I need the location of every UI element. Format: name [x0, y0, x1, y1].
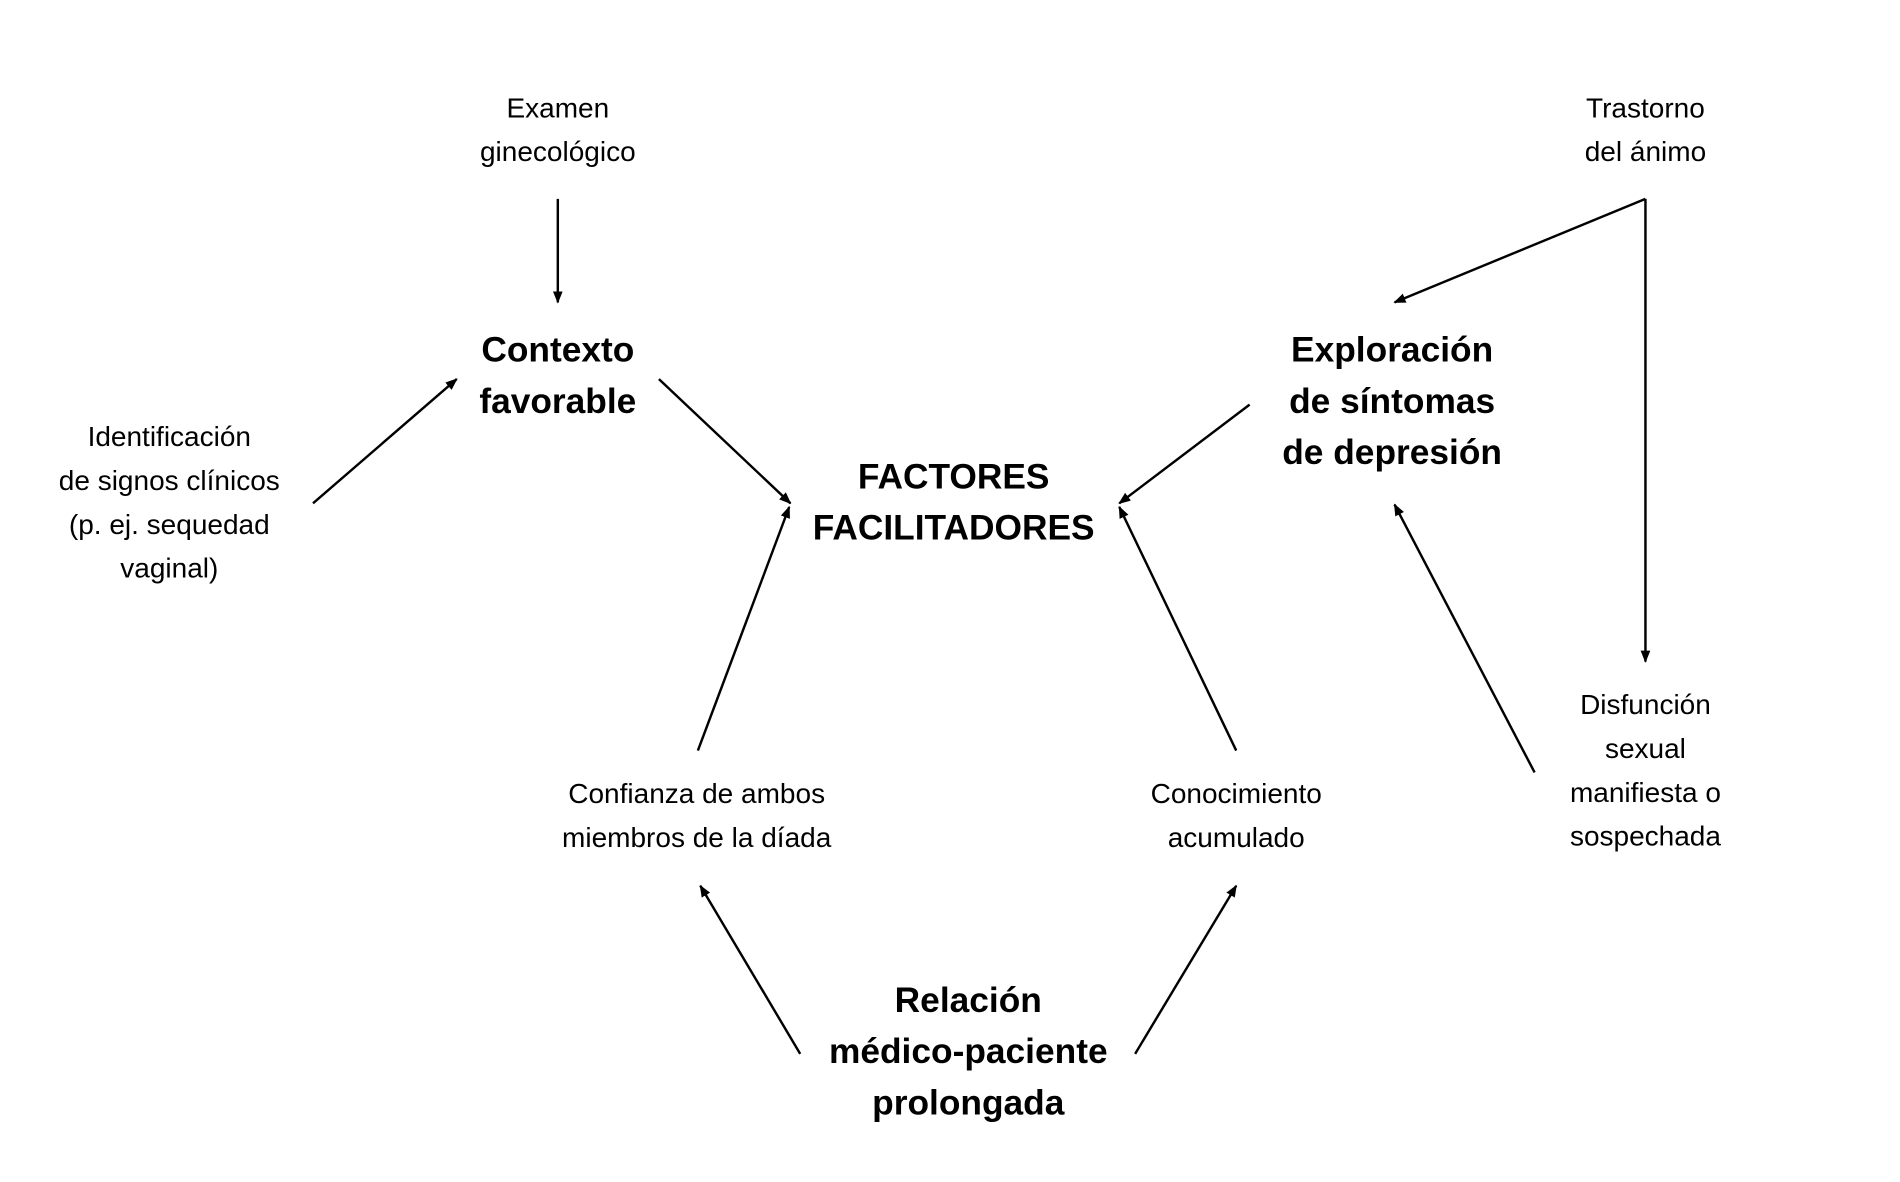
- node-disfuncion: Disfunción sexual manifiesta o sospechad…: [1570, 689, 1721, 852]
- arrow-trastorno-to-exploracion: [1393, 197, 1646, 304]
- confianza-line: miembros de la díada: [562, 822, 832, 853]
- trastorno-line: Trastorno: [1586, 92, 1705, 123]
- arrow-relacion-to-conocimiento: [1134, 884, 1238, 1055]
- disfuncion-line: sospechada: [1570, 821, 1721, 852]
- identificacion-line: vaginal): [120, 553, 218, 584]
- arrow-confianza-to-center: [696, 505, 791, 751]
- node-identificacion: Identificación de signos clínicos (p. ej…: [59, 421, 280, 584]
- node-conocimiento: Conocimiento acumulado: [1151, 778, 1322, 853]
- node-examen: Examen ginecológico: [480, 92, 636, 167]
- arrow-identificacion-to-contexto: [312, 378, 458, 505]
- exploracion-line: de depresión: [1282, 433, 1502, 472]
- arrow-contexto-to-center: [658, 378, 792, 505]
- arrow-relacion-to-confianza: [699, 884, 802, 1055]
- arrow-conocimiento-to-center: [1118, 505, 1238, 752]
- center-line: FACTORES: [858, 457, 1050, 496]
- identificacion-line: de signos clínicos: [59, 465, 280, 496]
- examen-line: ginecológico: [480, 136, 636, 167]
- relacion-line: prolongada: [872, 1083, 1065, 1122]
- node-trastorno: Trastorno del ánimo: [1585, 92, 1706, 167]
- examen-line: Examen: [506, 92, 609, 123]
- confianza-line: Confianza de ambos: [568, 778, 825, 809]
- contexto-line: Contexto: [481, 331, 634, 370]
- identificacion-line: (p. ej. sequedad: [69, 509, 270, 540]
- relacion-line: médico-paciente: [829, 1032, 1108, 1071]
- exploracion-line: Exploración: [1291, 331, 1493, 370]
- conocimiento-line: Conocimiento: [1151, 778, 1322, 809]
- trastorno-line: del ánimo: [1585, 136, 1706, 167]
- node-relacion: Relación médico-paciente prolongada: [829, 981, 1108, 1122]
- disfuncion-line: manifiesta o: [1570, 777, 1721, 808]
- relacion-line: Relación: [895, 981, 1042, 1020]
- center-line: FACILITADORES: [813, 508, 1095, 547]
- node-contexto: Contexto favorable: [479, 331, 636, 421]
- disfuncion-line: sexual: [1605, 733, 1686, 764]
- node-confianza: Confianza de ambos miembros de la díada: [562, 778, 832, 853]
- conocimiento-line: acumulado: [1168, 822, 1305, 853]
- arrow-disfuncion-to-exploracion: [1393, 503, 1536, 774]
- contexto-line: favorable: [479, 382, 636, 421]
- exploracion-line: de síntomas: [1289, 382, 1495, 421]
- node-center: FACTORES FACILITADORES: [813, 457, 1095, 547]
- arrow-exploracion-to-center: [1118, 403, 1251, 505]
- disfuncion-line: Disfunción: [1580, 689, 1711, 720]
- node-exploracion: Exploración de síntomas de depresión: [1282, 331, 1502, 472]
- identificacion-line: Identificación: [88, 421, 251, 452]
